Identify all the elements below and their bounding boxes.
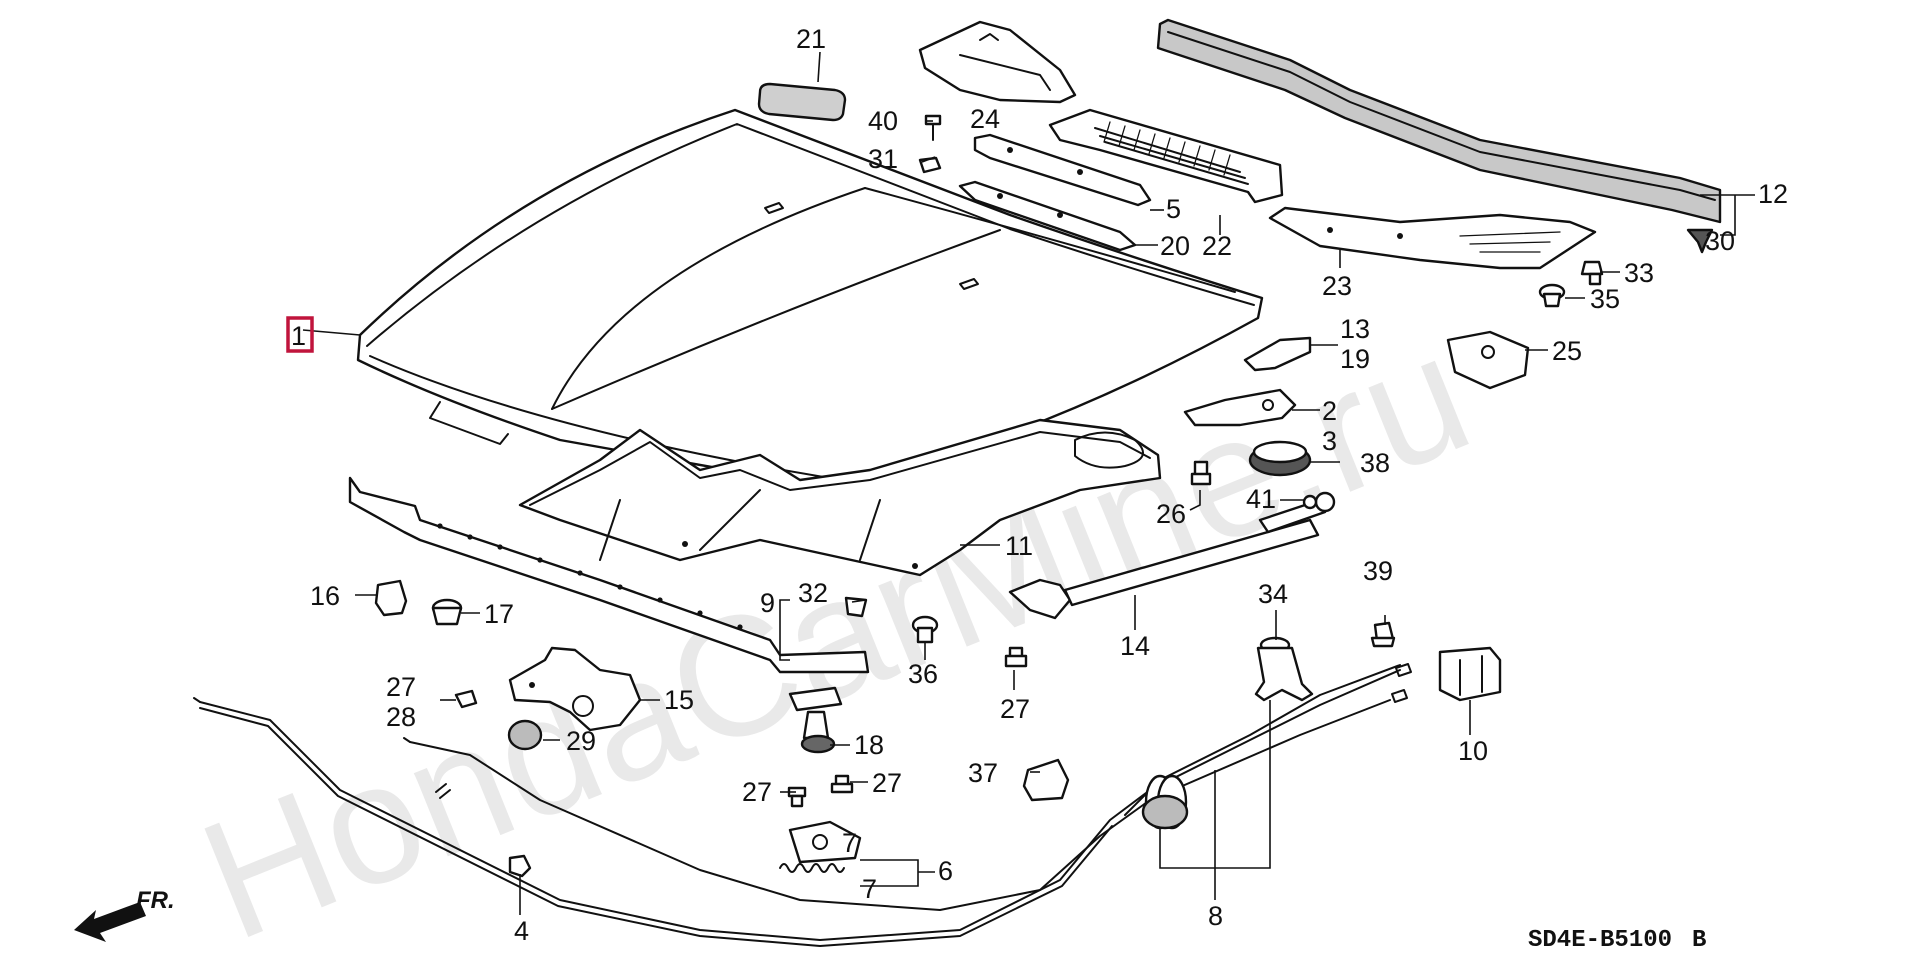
hood-inner-frame[interactable] <box>518 418 1162 577</box>
label-part-17[interactable]: 17 <box>484 599 514 629</box>
label-part-33[interactable]: 33 <box>1624 258 1654 288</box>
part-labels: 1 2 3 4 5 6 7 7 8 9 10 11 12 13 14 15 16… <box>291 24 1788 946</box>
nut-31[interactable] <box>918 156 942 174</box>
cable-grommet <box>1141 774 1189 830</box>
latch-assembly-6[interactable] <box>788 820 862 864</box>
label-part-27-a[interactable]: 27 <box>386 672 416 702</box>
cowl-strip-5[interactable] <box>973 133 1152 207</box>
cable-clip-4[interactable] <box>508 854 532 878</box>
hinge-bracket-13-19[interactable] <box>1243 336 1312 372</box>
bracket-25[interactable] <box>1446 330 1530 390</box>
label-part-9[interactable]: 9 <box>760 588 775 618</box>
diagram-code-text: SD4E-B5100 <box>1528 927 1672 954</box>
label-part-10[interactable]: 10 <box>1458 736 1488 766</box>
label-part-3[interactable]: 3 <box>1322 426 1337 456</box>
label-part-5[interactable]: 5 <box>1166 194 1181 224</box>
label-part-6[interactable]: 6 <box>938 856 953 886</box>
hood-rear-seal[interactable] <box>1156 18 1722 224</box>
leader-lines <box>302 51 1755 915</box>
bolt-27-d[interactable] <box>830 774 854 794</box>
bolt-27-b[interactable] <box>1004 646 1028 668</box>
label-part-32[interactable]: 32 <box>798 578 828 608</box>
label-part-20[interactable]: 20 <box>1160 231 1190 261</box>
clip-35[interactable] <box>1538 283 1566 308</box>
spring-7[interactable] <box>779 863 845 873</box>
label-part-41[interactable]: 41 <box>1246 484 1276 514</box>
cap-29[interactable] <box>507 719 543 751</box>
label-part-40[interactable]: 40 <box>868 106 898 136</box>
label-part-4[interactable]: 4 <box>514 916 529 946</box>
label-part-1[interactable]: 1 <box>291 321 306 351</box>
label-part-21[interactable]: 21 <box>796 24 826 54</box>
hood-support-strut[interactable] <box>1008 491 1336 620</box>
clip-30[interactable] <box>1686 228 1714 254</box>
cowl-vent[interactable] <box>1048 108 1284 204</box>
label-part-14[interactable]: 14 <box>1120 631 1150 661</box>
grommet-38[interactable] <box>1248 440 1312 477</box>
label-part-27-c[interactable]: 27 <box>742 777 772 807</box>
clip-32[interactable] <box>844 596 868 618</box>
hood-latch-striker[interactable] <box>788 686 843 754</box>
clip-33[interactable] <box>1580 260 1604 286</box>
label-part-11[interactable]: 11 <box>1005 531 1033 561</box>
diagram-code: SD4E-B5100 B <box>1528 927 1706 954</box>
clip-36[interactable] <box>911 615 939 644</box>
label-part-18[interactable]: 18 <box>854 730 884 760</box>
front-label: FR. <box>136 887 175 914</box>
label-part-31[interactable]: 31 <box>868 144 898 174</box>
cowl-bracket-upper[interactable] <box>918 20 1077 104</box>
label-part-23[interactable]: 23 <box>1322 271 1352 301</box>
hood-bumper-16[interactable] <box>374 579 408 617</box>
label-part-34[interactable]: 34 <box>1258 579 1288 609</box>
label-part-22[interactable]: 22 <box>1202 231 1232 261</box>
label-part-36[interactable]: 36 <box>908 659 938 689</box>
label-part-12[interactable]: 12 <box>1758 179 1788 209</box>
clip-41[interactable] <box>1302 494 1318 510</box>
label-part-2[interactable]: 2 <box>1322 396 1337 426</box>
front-direction-arrow: FR. <box>74 887 175 942</box>
label-part-35[interactable]: 35 <box>1590 284 1620 314</box>
label-part-7-a[interactable]: 7 <box>842 828 857 858</box>
label-part-29[interactable]: 29 <box>566 726 596 756</box>
bolt-39[interactable] <box>1370 621 1396 648</box>
hood-release-cables[interactable] <box>193 663 1412 947</box>
bolt-40[interactable] <box>924 114 942 141</box>
bolt-27-c[interactable] <box>787 786 807 808</box>
label-part-28[interactable]: 28 <box>386 702 416 732</box>
label-part-24[interactable]: 24 <box>970 104 1000 134</box>
label-part-13[interactable]: 13 <box>1340 314 1370 344</box>
label-part-19[interactable]: 19 <box>1340 344 1370 374</box>
bolt-27-28[interactable] <box>454 689 478 709</box>
label-part-7-b[interactable]: 7 <box>862 874 877 904</box>
diagram-variant-text: B <box>1692 927 1706 954</box>
bolt-26[interactable] <box>1190 460 1212 486</box>
label-part-37[interactable]: 37 <box>968 758 998 788</box>
cowl-bracket-lower[interactable] <box>1268 206 1597 270</box>
cable-bracket-34[interactable] <box>1254 636 1314 702</box>
label-part-25[interactable]: 25 <box>1552 336 1582 366</box>
label-part-15[interactable]: 15 <box>664 685 694 715</box>
label-part-30[interactable]: 30 <box>1705 226 1735 256</box>
label-part-38[interactable]: 38 <box>1360 448 1390 478</box>
clip-37[interactable] <box>1022 758 1070 802</box>
hood-pad[interactable] <box>757 82 847 122</box>
hood-bumper-17[interactable] <box>431 598 463 626</box>
label-part-16[interactable]: 16 <box>310 581 340 611</box>
label-part-39[interactable]: 39 <box>1363 556 1393 586</box>
highlight-box-part-1 <box>286 316 314 353</box>
cable-holder-10[interactable] <box>1438 646 1502 702</box>
front-hood-seal[interactable] <box>348 476 870 674</box>
label-part-27-d[interactable]: 27 <box>872 768 902 798</box>
label-part-26[interactable]: 26 <box>1156 499 1186 529</box>
hinge-bracket-2-3[interactable] <box>1183 388 1297 427</box>
label-part-27-b[interactable]: 27 <box>1000 694 1030 724</box>
label-part-8[interactable]: 8 <box>1208 901 1223 931</box>
